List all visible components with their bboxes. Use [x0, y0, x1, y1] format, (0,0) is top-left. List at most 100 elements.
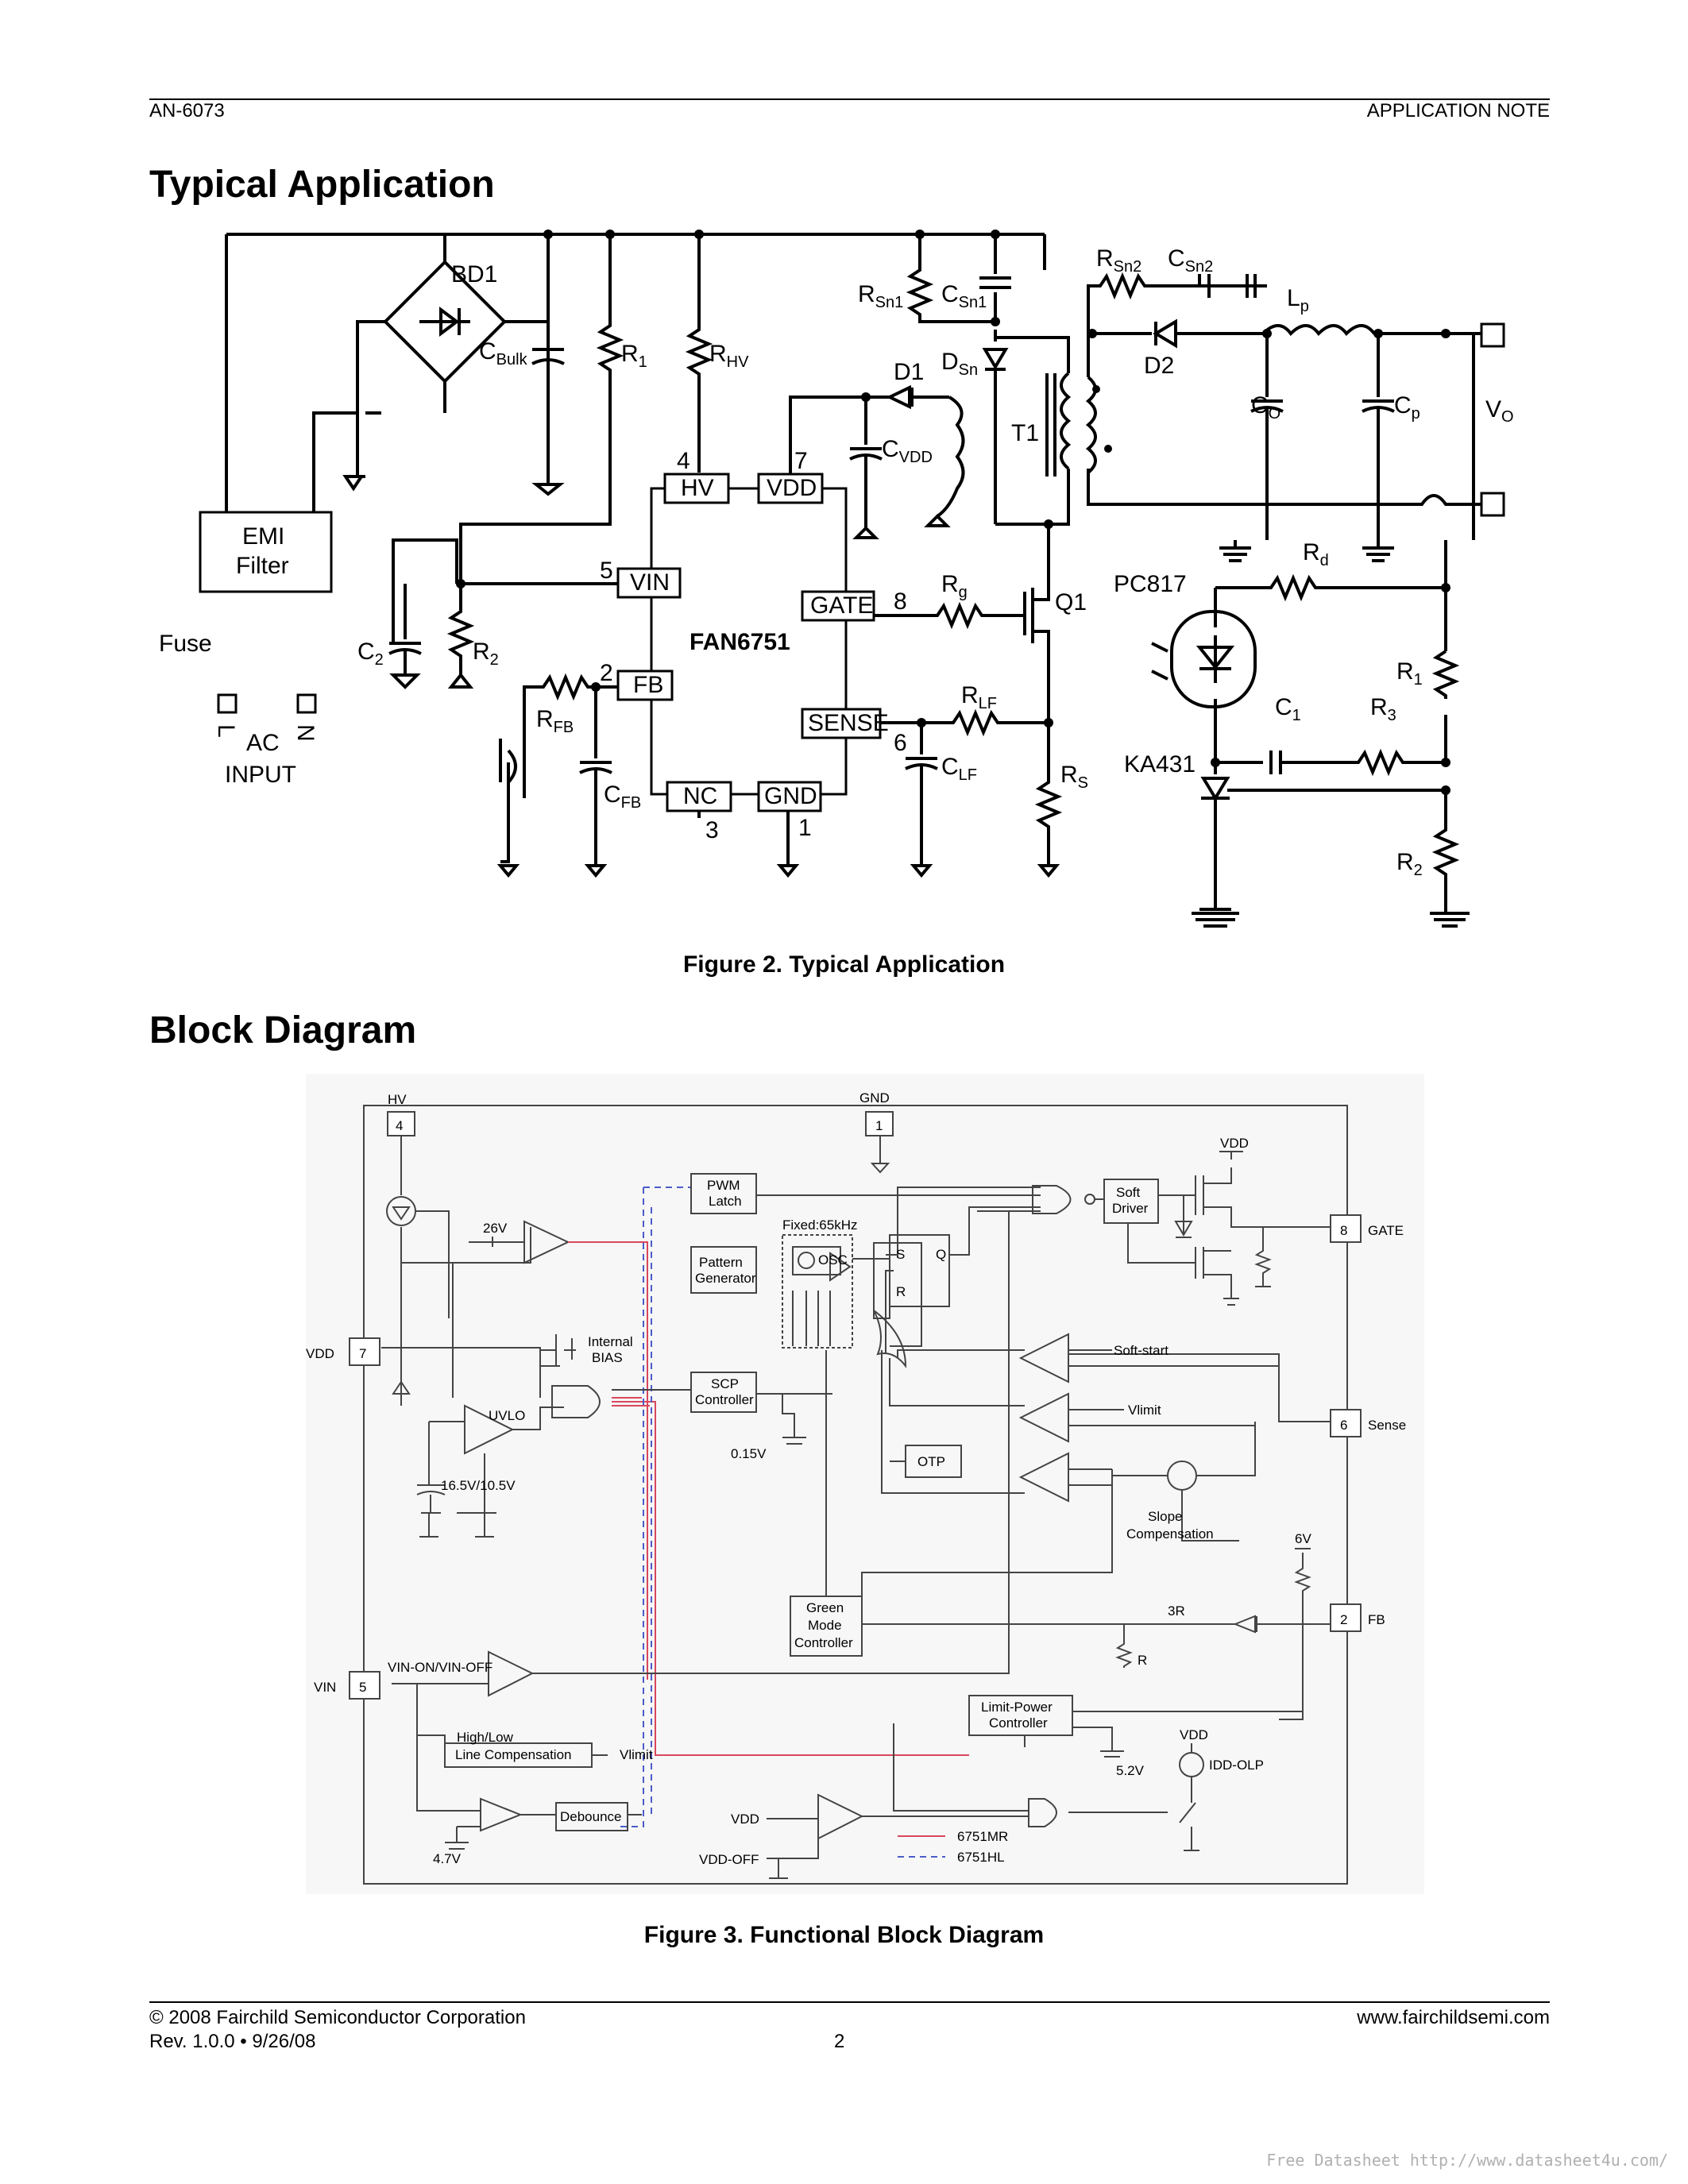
part-label-r2b: R2 [1396, 849, 1423, 879]
part-label-rs: RS [1060, 762, 1088, 792]
blk-soft-2: Driver [1112, 1201, 1149, 1216]
bpin-6-name: Sense [1368, 1418, 1406, 1433]
blk-lp-1: Limit-Power [981, 1700, 1053, 1715]
part-label-csn2: CSn2 [1168, 245, 1213, 276]
section-title-block: Block Diagram [149, 1009, 417, 1051]
footer-page-number: 2 [834, 2031, 845, 2052]
part-label-clf: CLF [941, 754, 977, 784]
lbl-3r: 3R [1168, 1603, 1185, 1619]
pin-num-sense: 6 [894, 730, 907, 756]
lbl-idd-olp: IDD-OLP [1209, 1758, 1264, 1773]
blk-scp-1: SCP [711, 1376, 739, 1391]
part-label-dsn: DSn [941, 349, 978, 379]
lbl-47v: 4.7V [433, 1851, 462, 1866]
blk-green-2: Mode [808, 1618, 842, 1633]
blk-soft-1: Soft [1116, 1185, 1141, 1200]
bpin-4: 4 [396, 1118, 403, 1133]
part-label-rg: Rg [941, 571, 968, 601]
lbl-osc-freq: Fixed:65kHz [782, 1217, 857, 1233]
line-l: L [213, 724, 239, 738]
lbl-26v: 26V [483, 1221, 508, 1236]
part-label-rhv: RHV [709, 341, 749, 371]
pin-num-fb: 2 [600, 660, 613, 686]
footer-copyright: © 2008 Fairchild Semiconductor Corporati… [149, 2007, 526, 2028]
functional-block-diagram: 4 HV 1 GND 7 VDD 5 VIN 8 GATE 6 Sense 2 … [306, 1074, 1424, 1894]
pin-vin: VIN [630, 569, 670, 596]
part-label-csn1: CSn1 [941, 281, 987, 311]
legend-label-1: 6751HL [957, 1850, 1005, 1865]
pin-num-gate: 8 [894, 588, 907, 615]
lbl-softstart: Soft-start [1114, 1343, 1168, 1358]
lbl-52v: 5.2V [1116, 1763, 1145, 1778]
typical-application-schematic: BD1 EMI Filter Fuse AC INPUT L N FAN6751… [159, 230, 1514, 928]
blk-pat-2: Generator [695, 1271, 756, 1286]
part-label-co: CO [1251, 392, 1280, 423]
transformer-label: T1 [1011, 420, 1039, 446]
lbl-vdd-left: VDD [731, 1812, 759, 1827]
part-label-c1: C1 [1275, 694, 1301, 724]
bpin-7-name: VDD [306, 1346, 334, 1361]
bpin-5-name: VIN [314, 1680, 336, 1695]
part-label-c2: C2 [357, 639, 384, 669]
part-label-lp: Lp [1287, 285, 1309, 315]
opto-label: PC817 [1114, 571, 1187, 597]
pin-num-gnd: 1 [798, 815, 812, 841]
footer-url[interactable]: www.fairchildsemi.com [1357, 2007, 1550, 2028]
blk-pwm-1: PWM [707, 1178, 740, 1193]
part-label-rlf: RLF [961, 682, 997, 712]
fuse-label: Fuse [159, 631, 212, 657]
footer-rule [149, 2001, 1550, 2003]
part-label-rsn1: RSn1 [858, 281, 903, 311]
part-label-rsn2: RSn2 [1096, 245, 1141, 276]
part-label-r1: R1 [621, 341, 647, 371]
bpin-8: 8 [1340, 1223, 1347, 1238]
blk-scp-2: Controller [695, 1392, 754, 1407]
doc-id: AN-6073 [149, 100, 225, 122]
lbl-vdd-ic: VDD [1220, 1136, 1249, 1151]
part-label-cvdd: CVDD [882, 436, 933, 466]
blk-pat-1: Pattern [699, 1255, 743, 1270]
bpin-8-name: GATE [1368, 1223, 1404, 1238]
doc-type: APPLICATION NOTE [1366, 100, 1550, 122]
part-label-rd: Rd [1303, 539, 1329, 569]
footer-revision: Rev. 1.0.0 • 9/26/08 [149, 2031, 316, 2052]
lbl-vin-on: VIN-ON/VIN-OFF [388, 1660, 492, 1675]
pin-gate: GATE [810, 592, 873, 619]
bpin-2-name: FB [1368, 1612, 1385, 1627]
part-label-cfb: CFB [604, 781, 641, 812]
pin-num-hv: 4 [677, 448, 690, 474]
blk-otp: OTP [917, 1454, 945, 1469]
lbl-015v: 0.15V [731, 1446, 767, 1461]
bpin-1-name: GND [859, 1090, 890, 1106]
bpin-2: 2 [1340, 1612, 1347, 1627]
part-label-r1b: R1 [1396, 658, 1423, 689]
lbl-6v: 6V [1295, 1531, 1311, 1546]
lbl-r: R [896, 1284, 906, 1299]
part-label-rfb: RFB [536, 706, 574, 736]
bpin-6: 6 [1340, 1418, 1347, 1433]
lbl-vlimit: Vlimit [1128, 1403, 1161, 1418]
bpin-7: 7 [359, 1346, 366, 1361]
ic-name: FAN6751 [689, 629, 790, 655]
bpin-4-name: HV [388, 1092, 407, 1107]
watermark-text: Free Datasheet http://www.datasheet4u.co… [1266, 2151, 1668, 2170]
output-label: VO [1485, 396, 1514, 426]
blk-debounce: Debounce [560, 1809, 622, 1824]
lbl-vdd-off: VDD-OFF [699, 1852, 759, 1867]
header-rule [149, 98, 1550, 100]
pin-fb: FB [633, 672, 663, 698]
lbl-vdd-top: VDD [1180, 1727, 1208, 1742]
pin-num-vdd: 7 [794, 448, 808, 474]
lbl-rr: R [1138, 1653, 1147, 1668]
section-title-typical: Typical Application [149, 164, 495, 206]
part-label-d2: D2 [1144, 353, 1174, 379]
emi-line2: Filter [236, 553, 289, 579]
lbl-vlimit2: Vlimit [620, 1747, 653, 1762]
shunt-label: KA431 [1124, 751, 1196, 778]
part-label-d1: D1 [894, 359, 924, 385]
blk-lp-2: Controller [989, 1715, 1048, 1731]
blk-bias-2: BIAS [592, 1350, 623, 1365]
bridge-label: BD1 [451, 261, 497, 287]
pin-gnd: GND [764, 783, 817, 809]
